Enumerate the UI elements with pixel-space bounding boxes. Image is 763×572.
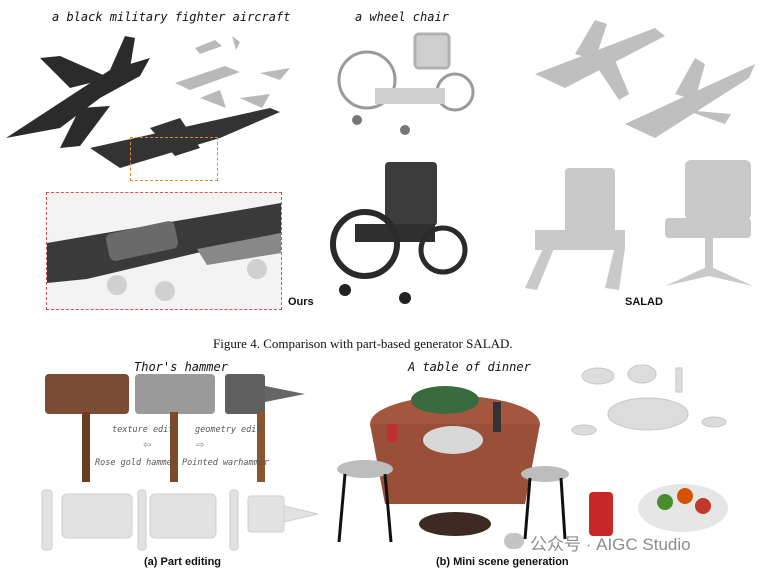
zoom-detail-illustration <box>47 203 281 301</box>
watermark: 公众号 · AIGC Studio <box>530 535 691 554</box>
pointed-note: Pointed warhammer <box>182 458 269 468</box>
subcaption-a: (a) Part editing <box>144 556 222 568</box>
label-salad: SALAD <box>625 296 663 308</box>
hammer-parts-illustration <box>41 489 319 551</box>
subcaption-b: (b) Mini scene generation <box>436 556 569 568</box>
salad-chairs-illustration <box>525 160 753 290</box>
wechat-icon <box>504 533 524 549</box>
figure-caption: Figure 4. Comparison with part-based gen… <box>213 336 513 351</box>
label-ours: Ours <box>288 296 314 308</box>
jet-main <box>6 36 150 148</box>
zoom-box <box>46 192 282 310</box>
prompt-table: A table of dinner <box>408 360 531 374</box>
dinner-scene-illustration <box>337 386 569 543</box>
prompt-hammer: Thor's hammer <box>134 360 228 374</box>
ours-wheelchair-dark <box>330 162 468 304</box>
scene-bowl-and-can <box>589 484 728 536</box>
highlight-box <box>130 137 218 181</box>
rose-gold-note: Rose gold hammer <box>95 458 177 468</box>
prompt-aircraft: a black military fighter aircraft <box>52 10 291 24</box>
ours-wheelchair-wire <box>337 32 475 135</box>
hammers-colored-illustration <box>45 374 305 482</box>
texture-edit-note: texture edit <box>112 425 174 435</box>
arrow-right-icon: ⇨ <box>196 440 205 451</box>
prompt-wheelchair: a wheel chair <box>355 10 449 24</box>
geometry-edit-note: geometry edit <box>195 425 262 435</box>
scene-parts-illustration <box>571 364 727 436</box>
jet-parts <box>175 36 290 108</box>
arrow-left-icon: ⇦ <box>143 440 152 451</box>
ours-aircraft-illustration <box>6 36 290 168</box>
salad-aircraft-illustration <box>535 20 755 138</box>
